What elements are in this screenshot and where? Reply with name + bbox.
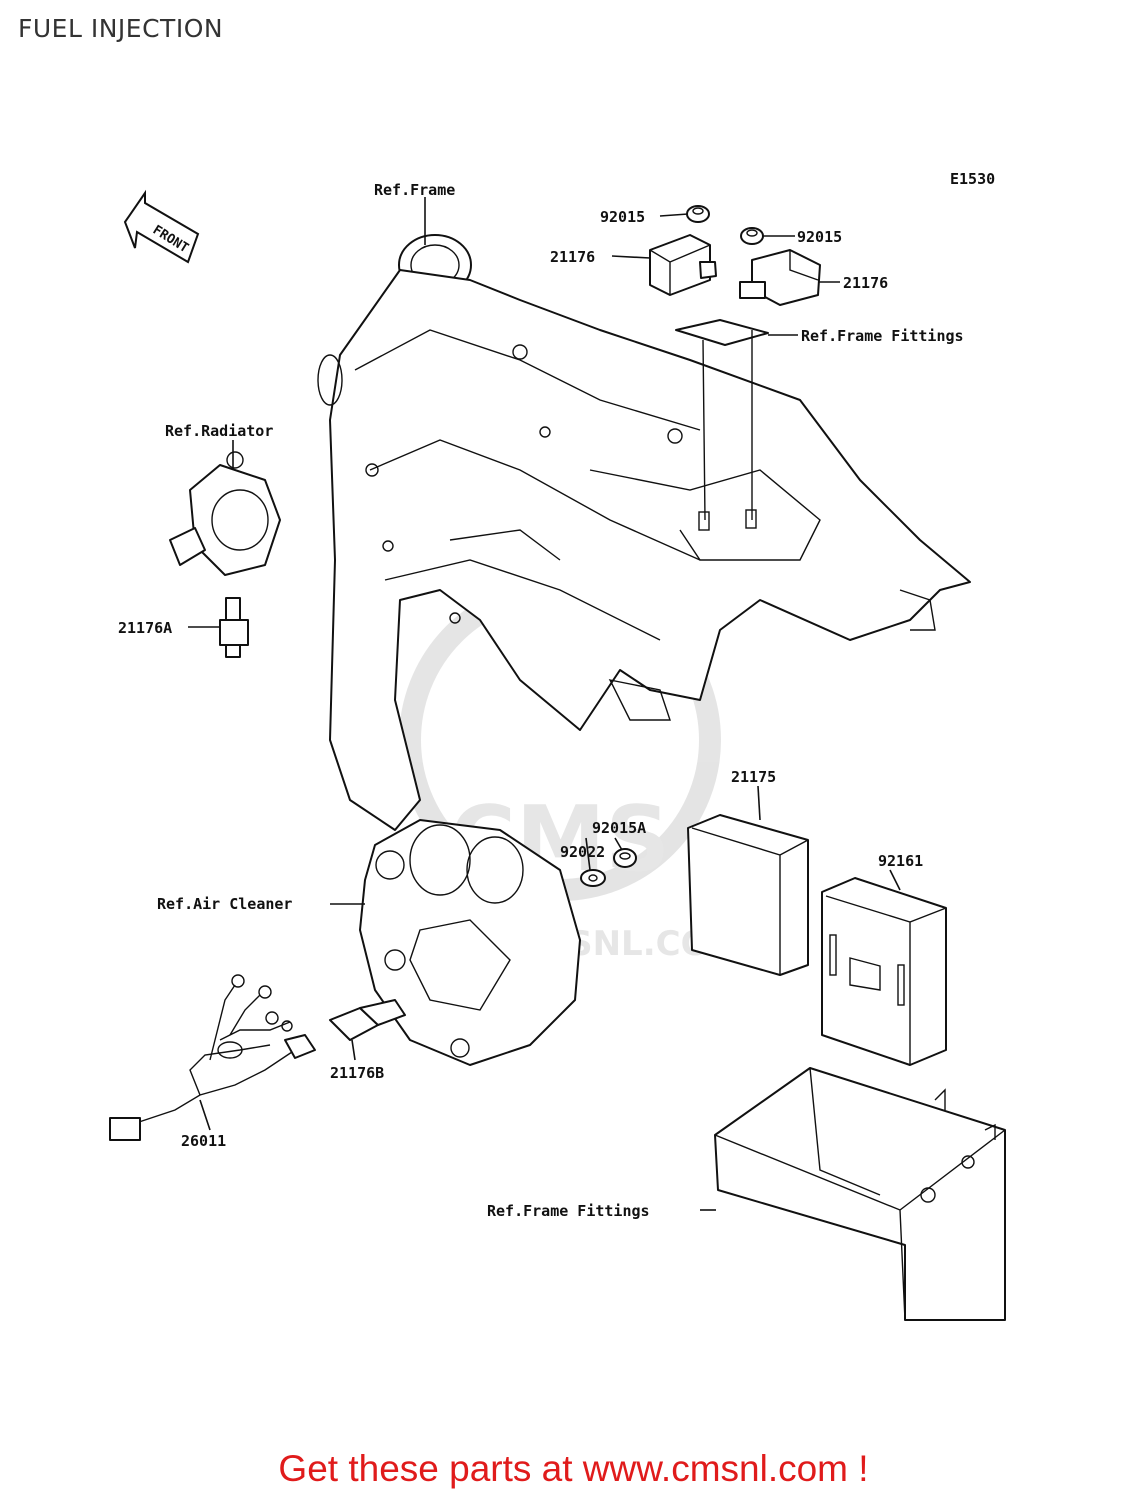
bracket-frame-fitting-top xyxy=(675,319,769,531)
cover-92161 xyxy=(821,877,947,1066)
radiator-housing-part xyxy=(169,451,281,576)
label-92022: 92022 xyxy=(560,843,605,861)
nut-92015-left xyxy=(686,205,710,223)
diagram-code: E1530 xyxy=(950,170,995,188)
sensor-21176-right xyxy=(739,249,821,306)
sensor-21176B xyxy=(329,999,406,1041)
temp-sensor-21176A xyxy=(219,597,249,658)
washer-92022 xyxy=(580,869,606,887)
label-ref-frame: Ref.Frame xyxy=(374,181,455,199)
label-21176B: 21176B xyxy=(330,1064,384,1082)
label-ref-frame-fittings-bottom: Ref.Frame Fittings xyxy=(487,1202,650,1220)
label-21176A: 21176A xyxy=(118,619,172,637)
nut-92015-right xyxy=(740,227,764,245)
label-21175: 21175 xyxy=(731,768,776,786)
label-92015-right: 92015 xyxy=(797,228,842,246)
sensor-21176-left xyxy=(649,234,717,296)
page-title: FUEL INJECTION xyxy=(18,14,224,43)
ecu-21175 xyxy=(687,814,809,976)
label-26011: 26011 xyxy=(181,1132,226,1150)
label-ref-frame-fittings-top: Ref.Frame Fittings xyxy=(801,327,964,345)
front-arrow-icon: FRONT xyxy=(123,189,200,264)
label-ref-air-cleaner: Ref.Air Cleaner xyxy=(157,895,292,913)
footer-link[interactable]: Get these parts at www.cmsnl.com ! xyxy=(278,1448,869,1489)
label-92161: 92161 xyxy=(878,852,923,870)
frame-part xyxy=(317,234,971,831)
label-21176-left: 21176 xyxy=(550,248,595,266)
tray-frame-fitting-bottom xyxy=(714,1067,1006,1321)
label-21176-right: 21176 xyxy=(843,274,888,292)
nut-92015A xyxy=(613,848,637,868)
label-ref-radiator: Ref.Radiator xyxy=(165,422,273,440)
harness-26011 xyxy=(109,974,316,1141)
leader-lines xyxy=(188,197,901,1211)
label-92015-left: 92015 xyxy=(600,208,645,226)
air-cleaner-part xyxy=(359,819,581,1066)
label-92015A: 92015A xyxy=(592,819,646,837)
